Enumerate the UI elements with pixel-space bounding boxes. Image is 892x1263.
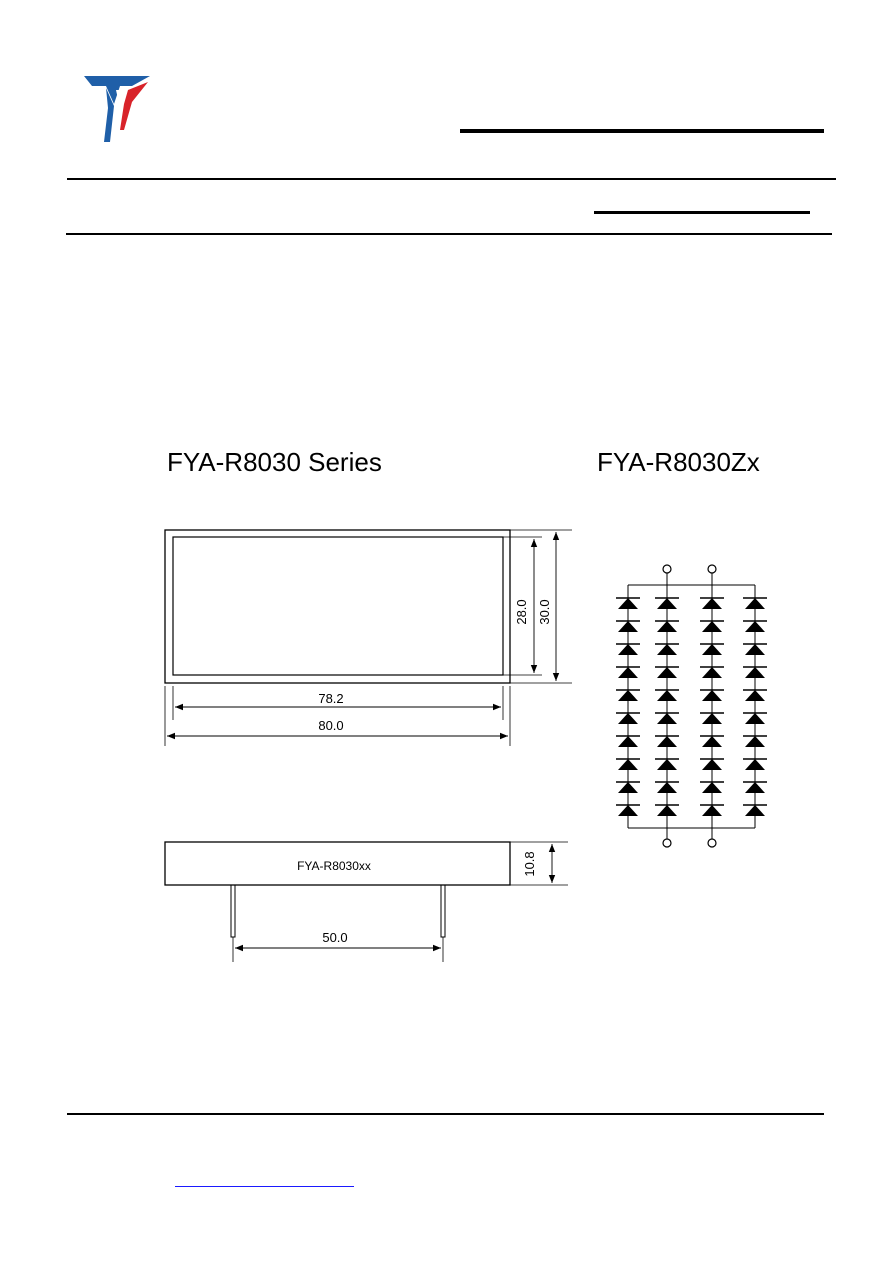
diode-icon xyxy=(745,805,765,816)
diode-icon xyxy=(618,782,638,793)
diode-icon xyxy=(745,782,765,793)
diode-icon xyxy=(702,782,722,793)
diode-icon xyxy=(657,690,677,701)
header-bottom-rule xyxy=(66,233,832,235)
diode-icon xyxy=(618,667,638,678)
outer-width-label: 80.0 xyxy=(318,718,343,733)
diode-icon xyxy=(657,736,677,747)
diode-icon xyxy=(745,598,765,609)
pin-left xyxy=(230,884,236,938)
diode-icon xyxy=(657,805,677,816)
diode-icon xyxy=(702,713,722,724)
terminal-circle-icon xyxy=(707,838,717,848)
outer-height-label: 30.0 xyxy=(537,599,552,624)
module-window xyxy=(172,536,504,676)
schematic-title: FYA-R8030Zx xyxy=(597,447,760,477)
footer-rule xyxy=(67,1113,824,1115)
diode-icon xyxy=(657,759,677,770)
diode-icon xyxy=(745,644,765,655)
inner-height-label: 28.0 xyxy=(514,599,529,624)
diode-icon xyxy=(657,598,677,609)
header-mid-rule xyxy=(594,211,810,214)
schematic-diagram xyxy=(616,564,767,848)
side-view-drawing: FYA-R8030xx 10.8 50.0 xyxy=(164,841,568,962)
footer-link-underline[interactable] xyxy=(175,1186,354,1187)
diode-icon xyxy=(702,736,722,747)
diode-icon xyxy=(618,713,638,724)
diode-icon xyxy=(618,805,638,816)
diode-icon xyxy=(702,667,722,678)
diode-icon xyxy=(702,598,722,609)
diode-icon xyxy=(745,759,765,770)
inner-width-label: 78.2 xyxy=(318,691,343,706)
diode-icon xyxy=(745,736,765,747)
diode-icon xyxy=(618,598,638,609)
top-view-drawing: 28.0 30.0 78.2 80.0 xyxy=(164,529,572,746)
diode-icon xyxy=(745,690,765,701)
part-label: FYA-R8030xx xyxy=(297,859,371,873)
terminal-circle-icon xyxy=(707,564,717,574)
terminal-circle-icon xyxy=(662,838,672,848)
diode-icon xyxy=(702,805,722,816)
diode-icon xyxy=(702,759,722,770)
terminal-circle-icon xyxy=(662,564,672,574)
diode-icon xyxy=(618,644,638,655)
diode-icon xyxy=(745,667,765,678)
module-body-side xyxy=(164,841,511,886)
module-outline xyxy=(164,529,511,684)
company-logo xyxy=(84,76,150,142)
diode-icon xyxy=(657,713,677,724)
series-title: FYA-R8030 Series xyxy=(167,447,382,477)
diode-icon xyxy=(618,736,638,747)
pin-spacing-label: 50.0 xyxy=(322,930,347,945)
diode-icon xyxy=(745,621,765,632)
diode-icon xyxy=(618,621,638,632)
diode-icon xyxy=(657,667,677,678)
diode-icon xyxy=(657,782,677,793)
diode-icon xyxy=(618,759,638,770)
header-top-rule xyxy=(67,178,836,180)
diode-icon xyxy=(702,621,722,632)
header-heavy-rule xyxy=(460,129,824,133)
diode-icon xyxy=(702,644,722,655)
diode-icon xyxy=(657,621,677,632)
diode-icon xyxy=(745,713,765,724)
diode-icon xyxy=(618,690,638,701)
diode-icon xyxy=(702,690,722,701)
height-label: 10.8 xyxy=(522,851,537,876)
diode-icon xyxy=(657,644,677,655)
pin-right xyxy=(440,884,446,938)
